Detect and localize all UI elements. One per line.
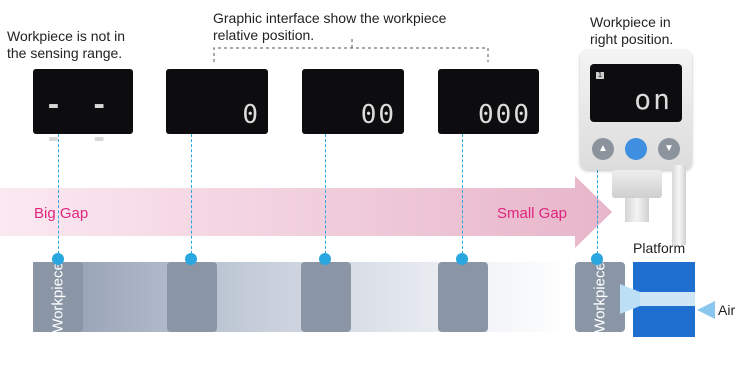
air-label: Air xyxy=(718,302,736,318)
sensor-fitting xyxy=(612,170,662,198)
platform-label: Platform xyxy=(633,240,686,256)
workpiece-label: Workpiece xyxy=(591,262,609,333)
sensor-button-set-icon xyxy=(625,138,647,160)
sensor-tube xyxy=(672,165,686,245)
sensor-indicator: 1 xyxy=(596,72,604,79)
display-position-3: 000 xyxy=(438,69,539,134)
workpiece-block xyxy=(301,262,351,332)
connector-line xyxy=(462,134,463,259)
sensor-button-up-icon: ▲ xyxy=(592,138,614,160)
marker-dot xyxy=(319,253,331,265)
connector-line xyxy=(58,134,59,259)
marker-dot xyxy=(591,253,603,265)
sensor-button-down-icon: ▼ xyxy=(658,138,680,160)
workpiece-block-final: Workpiece xyxy=(575,262,625,333)
workpiece-block xyxy=(167,262,217,332)
caption-right-position: Workpiece in right position. xyxy=(590,14,674,47)
display-position-2: 00 xyxy=(302,69,404,134)
workpiece-block: Workpiece xyxy=(33,262,83,333)
workpiece-block xyxy=(438,262,488,332)
marker-dot xyxy=(456,253,468,265)
marker-dot xyxy=(185,253,197,265)
marker-dot xyxy=(52,253,64,265)
sensor-value: on xyxy=(634,83,672,116)
big-gap-label: Big Gap xyxy=(34,205,89,222)
gap-arrow xyxy=(0,176,612,248)
platform-channel xyxy=(633,292,695,306)
sensor-display: 1 on xyxy=(590,64,682,122)
air-arrow-icon xyxy=(697,301,715,319)
caption-graphic-interface: Graphic interface show the workpiece rel… xyxy=(213,10,447,43)
workpiece-label: Workpiece xyxy=(49,262,67,333)
display-value: 0 xyxy=(242,100,260,130)
sensor-device: 1 on ▲ ▼ xyxy=(580,50,692,170)
connector-line xyxy=(325,134,326,259)
display-not-in-range: - - - - xyxy=(33,69,133,154)
display-value: 000 xyxy=(478,100,531,130)
display-value: 00 xyxy=(360,100,396,130)
small-gap-label: Small Gap xyxy=(497,205,568,222)
display-position-1: 0 xyxy=(166,69,268,134)
display-dashes: - - - - xyxy=(45,88,114,154)
sensor-nozzle xyxy=(625,198,649,222)
caption-not-in-range: Workpiece is not in the sensing range. xyxy=(7,28,126,61)
air-flow-icon xyxy=(620,284,640,314)
connector-line xyxy=(191,134,192,259)
connector-line xyxy=(597,160,598,259)
